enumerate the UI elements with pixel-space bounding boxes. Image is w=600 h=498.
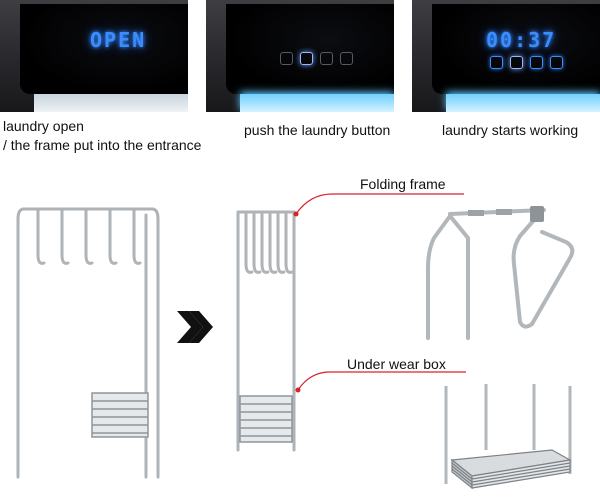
display-screen xyxy=(226,4,394,94)
button-icon-row xyxy=(490,56,563,69)
caption-step-3: laundry starts working xyxy=(442,121,578,140)
panel-timer-display: 00:37 xyxy=(412,0,600,112)
callout-folding-frame-label: Folding frame xyxy=(360,176,446,192)
caption-line: / the frame put into the entrance xyxy=(3,137,202,153)
caption-step-1: laundry open / the frame put into the en… xyxy=(3,117,201,155)
folding-frame-detail-illustration xyxy=(426,206,575,340)
laundry-icon[interactable] xyxy=(300,52,313,65)
display-screen xyxy=(432,4,600,94)
timer-icon[interactable] xyxy=(550,56,563,69)
button-icon-row xyxy=(280,52,353,65)
panel-base xyxy=(34,94,188,112)
laundry-icon[interactable] xyxy=(510,56,523,69)
callout-under-wear-box-label: Under wear box xyxy=(347,356,446,372)
wash-icon[interactable] xyxy=(320,52,333,65)
panel-base xyxy=(240,94,394,112)
under-wear-box-detail-illustration xyxy=(444,384,572,490)
double-chevron-right-icon xyxy=(177,311,213,343)
panel-base xyxy=(446,94,600,112)
shirt-icon[interactable] xyxy=(280,52,293,65)
callout-folding-frame-line xyxy=(293,193,464,217)
caption-line: push the laundry button xyxy=(244,122,391,138)
timer-icon[interactable] xyxy=(340,52,353,65)
caption-line: laundry starts working xyxy=(442,122,579,138)
wash-icon[interactable] xyxy=(530,56,543,69)
callout-under-wear-box-line xyxy=(295,371,466,393)
caption-line: laundry open xyxy=(3,118,84,134)
frame-folded-illustration xyxy=(236,210,296,452)
frame-unfolded-illustration xyxy=(16,207,160,479)
panel-button-display xyxy=(206,0,394,112)
display-text-timer: 00:37 xyxy=(486,28,557,52)
display-text-open: OPEN xyxy=(90,28,147,52)
panel-open-display: OPEN xyxy=(0,0,188,112)
display-screen xyxy=(20,4,188,94)
caption-step-2: push the laundry button xyxy=(244,121,390,140)
shirt-icon[interactable] xyxy=(490,56,503,69)
